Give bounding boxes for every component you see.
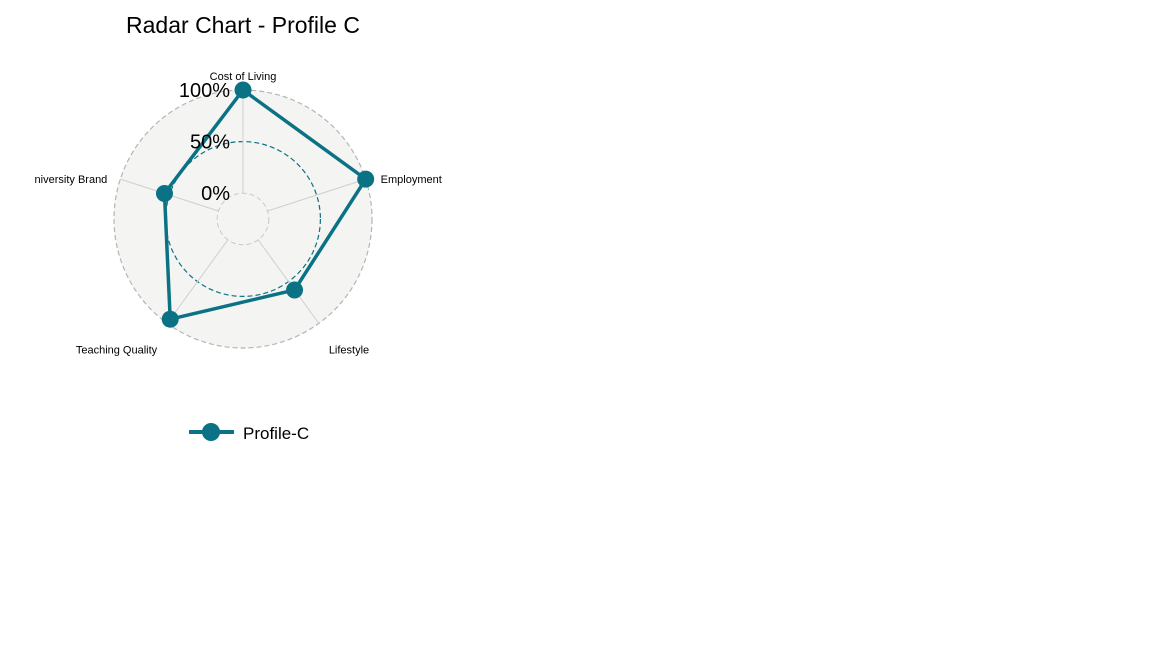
legend: Profile-C (189, 423, 309, 443)
series-profile-c (155, 81, 375, 328)
spoke-3 (166, 239, 229, 324)
axis-label-cost-of-living: Cost of Living (210, 71, 277, 83)
radar-panel (114, 90, 372, 348)
data-point-employment (357, 170, 375, 188)
spoke-2 (257, 239, 320, 324)
grid-ring-100 (113, 89, 373, 349)
tick-label-100: 100% (179, 80, 230, 102)
axis-label-teaching-quality: Teaching Quality (76, 344, 158, 356)
radial-tick-labels: 0% 50% 100% (179, 80, 230, 205)
axis-label-lifestyle: Lifestyle (329, 344, 369, 356)
axis-label-university-brand: University Brand (27, 174, 108, 186)
data-point-university-brand (155, 184, 173, 202)
legend-label: Profile-C (243, 424, 309, 443)
tick-label-50: 50% (190, 132, 230, 154)
chart-title: Radar Chart - Profile C (126, 12, 360, 38)
data-point-teaching-quality (161, 310, 179, 328)
series-line-0 (162, 88, 368, 321)
data-point-cost-of-living (234, 81, 252, 99)
tick-label-0: 0% (201, 183, 230, 205)
radar-spokes (120, 90, 366, 324)
spoke-1 (267, 178, 366, 212)
legend-marker (202, 423, 220, 441)
axis-label-employment: Employment (381, 174, 442, 186)
data-point-lifestyle (286, 281, 304, 299)
panel-background (114, 90, 372, 348)
